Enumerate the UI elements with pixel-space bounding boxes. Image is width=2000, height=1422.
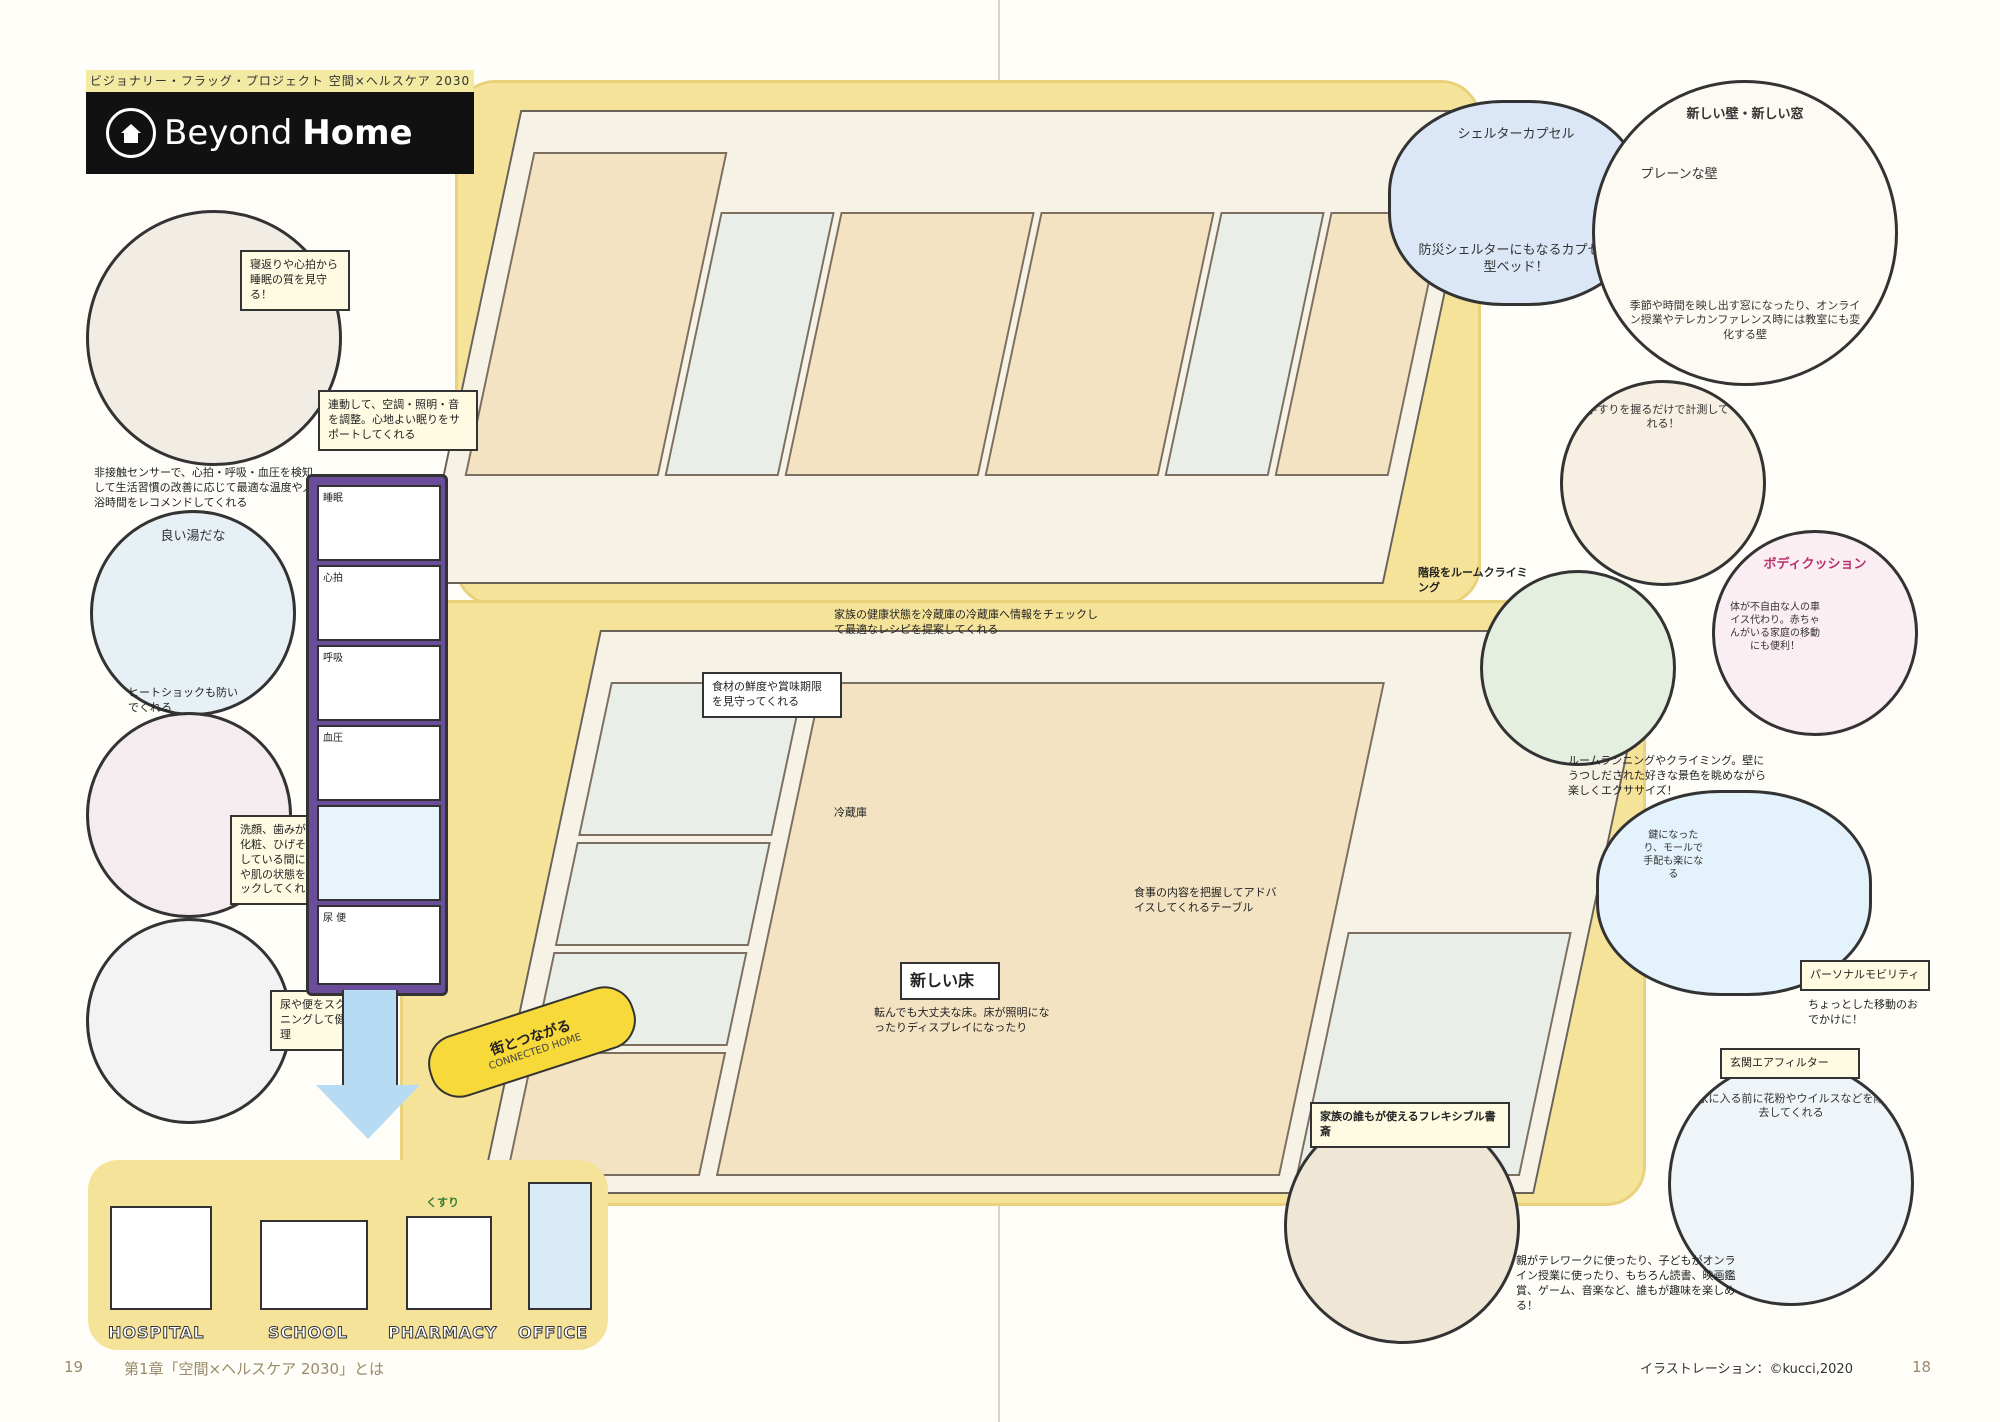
pharmacy-label: PHARMACY: [387, 1323, 498, 1343]
house-icon: [106, 108, 156, 158]
study-title: 家族の誰もが使えるフレキシブル書斎: [1310, 1102, 1510, 1148]
bubble-air-filter: 家に入る前に花粉やウイルスなどを除去してくれる: [1668, 1060, 1914, 1306]
panel-sleep: 睡眠: [317, 485, 441, 561]
air-title: 玄関エアフィルター: [1720, 1048, 1860, 1079]
office-label: OFFICE: [517, 1323, 589, 1343]
school-label: SCHOOL: [267, 1323, 349, 1343]
pharmacy-building: [406, 1216, 492, 1310]
air-text: 家に入る前に花粉やウイルスなどを除去してくれる: [1697, 1091, 1885, 1120]
cushion-text: 体が不自由な人の車イス代わり。赤ちゃんがいる家庭の移動にも便利！: [1730, 602, 1820, 652]
hospital-label: HOSPITAL: [107, 1323, 205, 1343]
shelter-text: 防災シェルターにもなるカプセル型ベッド！: [1418, 243, 1614, 275]
note-family-health: 家族の健康状態を冷蔵庫の冷蔵庫へ情報をチェックして最適なレシピを提案してくれる: [834, 608, 1098, 636]
bubble-new-wall: 新しい壁・新しい窓 プレーンな壁 季節や時間を映し出す窓になったり、オンライン授…: [1592, 80, 1898, 386]
mobility-small-text: 鍵になったり、モールで手配も楽になる: [1643, 830, 1704, 880]
bath-comfort-text: 良い湯だな: [160, 529, 226, 544]
panel-excretion: 尿 便: [317, 905, 441, 985]
panel-breathing: 呼吸: [317, 645, 441, 721]
pharmacy-sign: くすり: [426, 1196, 459, 1209]
logo-light-text: Beyond: [164, 113, 293, 153]
bubble-body-cushion: ボディクッション 体が不自由な人の車イス代わり。赤ちゃんがいる家庭の移動にも便利…: [1712, 530, 1918, 736]
note-floor: 転んでも大丈夫な床。床が照明になったりディスプレイになったり: [874, 1006, 1050, 1034]
note-fridge: 食材の鮮度や賞味期限を見守ってくれる: [702, 672, 842, 718]
note-sleep-adjust: 連動して、空調・照明・音を調整。心地よい眠りをサポートしてくれる: [318, 390, 478, 451]
bubble-handrail: 手すりを握るだけで計測してくれる！: [1560, 380, 1766, 586]
climbing-title: 階段をルームクライミング: [1418, 566, 1528, 594]
chapter-title: 第1章「空間×ヘルスケア 2030」とは: [124, 1360, 385, 1378]
bubble-climbing: [1480, 570, 1676, 766]
climbing-text: ルームランニングやクライミング。壁にうつしだされた好きな景色を眺めながら楽しくエ…: [1568, 754, 1766, 797]
washroom: [554, 842, 771, 946]
wall-text: 季節や時間を映し出す窓になったり、オンライン授業やテレカンファレンス時には教室に…: [1629, 299, 1861, 341]
mobility-text: ちょっとした移動のおでかけに！: [1808, 998, 1918, 1026]
down-arrow-icon: [316, 1085, 420, 1139]
shelter-label: シェルターカプセル: [1457, 127, 1575, 142]
town-strip: HOSPITAL SCHOOL PHARMACY くすり OFFICE: [88, 1160, 608, 1350]
school-building: [260, 1220, 368, 1310]
cushion-title: ボディクッション: [1763, 557, 1867, 572]
left-page-number: 19: [64, 1358, 84, 1376]
note-bath-prevent: ヒートショックも防いでくれる: [128, 686, 238, 714]
magazine-header: ビジョナリー・フラッグ・プロジェクト 空間×ヘルスケア 2030 Beyond …: [86, 70, 474, 174]
note-fridge-label: 冷蔵庫: [834, 806, 867, 819]
handrail-text: 手すりを握るだけで計測してくれる！: [1586, 403, 1740, 431]
bubble-toilet: [86, 918, 292, 1124]
down-arrow-shaft: [342, 990, 398, 1092]
header-kicker: ビジョナリー・フラッグ・プロジェクト 空間×ヘルスケア 2030: [86, 70, 474, 92]
note-table: 食事の内容を把握してアドバイスしてくれるテーブル: [1134, 886, 1277, 914]
study-text: 親がテレワークに使ったり、子どもがオンライン授業に使ったり、もちろん読書、映画鑑…: [1516, 1254, 1736, 1312]
upper-floor: [419, 110, 1485, 584]
panel-face-scan: [317, 805, 441, 901]
note-floor-title: 新しい床: [900, 962, 1000, 1000]
panel-heart-rate: 心拍: [317, 565, 441, 641]
note-bath-sensor: 非接触センサーで、心拍・呼吸・血圧を検知して生活習慣の改善に応じて最適な温度や入…: [94, 466, 314, 509]
note-sleep-light: 寝返りや心拍から睡眠の質を見守る！: [240, 250, 350, 311]
bubble-sleep: [86, 210, 342, 466]
illustration-credit: イラストレーション：©kucci,2020: [1640, 1362, 1853, 1377]
kitchen-living: [715, 682, 1385, 1176]
wall-title: 新しい壁・新しい窓: [1686, 107, 1804, 122]
right-page-number: 18: [1912, 1358, 1932, 1376]
office-building: [528, 1182, 592, 1310]
beyond-home-logo: Beyond Home: [106, 104, 413, 162]
panel-blood-pressure: 血圧: [317, 725, 441, 801]
hospital-building: [110, 1206, 212, 1310]
wall-plain: プレーンな壁: [1640, 167, 1718, 182]
mobility-title: パーソナルモビリティ: [1800, 960, 1930, 991]
logo-bold-text: Home: [302, 113, 413, 153]
health-monitor-panel: 睡眠 心拍 呼吸 血圧 尿 便: [306, 474, 448, 996]
